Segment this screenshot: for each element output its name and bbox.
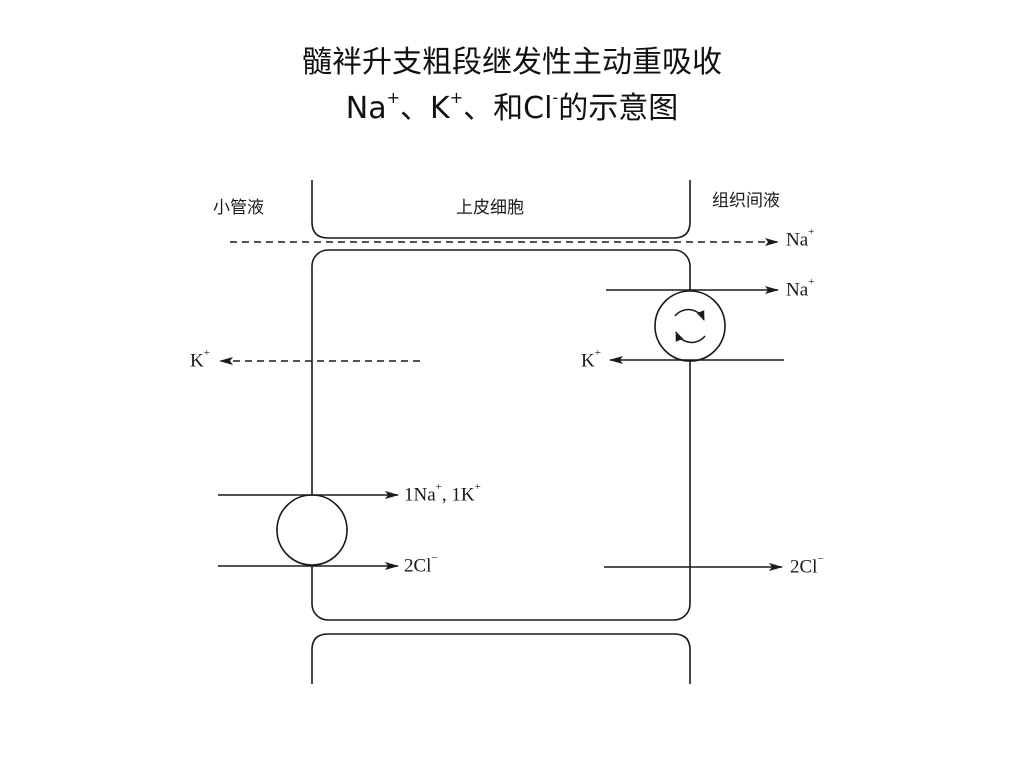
pump-rotation-upper xyxy=(674,308,705,321)
title-cl-charge: - xyxy=(552,88,559,107)
k-lumen-label: K+ xyxy=(190,347,210,372)
na-pump-label: Na+ xyxy=(786,276,815,301)
na-paracellular-label: Na+ xyxy=(786,226,815,251)
title-na: Na xyxy=(345,91,387,126)
cell-label: 上皮细胞 xyxy=(456,198,524,218)
diagram-title-line-2: Na+、K+、和Cl-的示意图 xyxy=(0,83,1024,127)
cl-basolateral-label: 2Cl− xyxy=(790,553,824,578)
title-k: 、K xyxy=(400,91,450,126)
lower-cell-membrane xyxy=(311,633,691,684)
upper-cell-membrane xyxy=(311,180,691,239)
title-suffix: 的示意图 xyxy=(558,91,679,126)
diagram-title-line-1: 髓袢升支粗段继发性主动重吸收 xyxy=(302,45,722,80)
title-cl: 、和Cl xyxy=(463,91,553,126)
lumen-label: 小管液 xyxy=(213,198,264,218)
pump-rotation-lower xyxy=(675,331,706,344)
interstitial-label: 组织间液 xyxy=(712,191,780,211)
title-na-charge: + xyxy=(386,88,401,107)
epithelial-cell-membrane xyxy=(311,249,691,621)
k-pump-label: K+ xyxy=(581,347,601,372)
na-k-pump xyxy=(654,290,726,362)
nkcc-cotransporter xyxy=(276,494,348,566)
cotransport-na-k-label: 1Na+, 1K+ xyxy=(404,481,481,506)
cotransport-cl-label: 2Cl− xyxy=(404,552,438,577)
title-k-charge: + xyxy=(449,88,464,107)
